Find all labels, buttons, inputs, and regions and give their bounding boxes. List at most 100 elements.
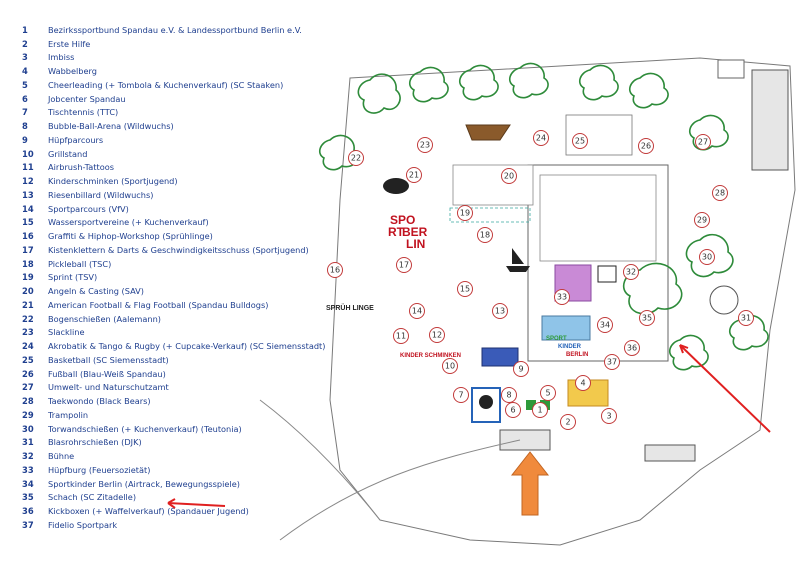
station-marker[interactable]: 28 bbox=[712, 185, 728, 201]
legend-number: 31 bbox=[22, 437, 34, 448]
station-marker-number: 11 bbox=[396, 332, 406, 341]
station-marker[interactable]: 7 bbox=[453, 387, 469, 403]
station-marker[interactable]: 29 bbox=[694, 212, 710, 228]
station-marker[interactable]: 8 bbox=[501, 387, 517, 403]
legend-number: 17 bbox=[22, 244, 34, 255]
station-marker[interactable]: 3 bbox=[601, 408, 617, 424]
station-marker-ring bbox=[409, 303, 425, 319]
station-marker-number: 23 bbox=[420, 141, 430, 150]
station-marker-number: 5 bbox=[545, 389, 550, 398]
station-marker[interactable]: 26 bbox=[638, 138, 654, 154]
legend-label: Blasrohrschießen (DJK) bbox=[48, 437, 142, 448]
station-marker-number: 34 bbox=[600, 321, 610, 330]
station-marker[interactable]: 15 bbox=[457, 281, 473, 297]
station-marker-ring bbox=[695, 134, 711, 150]
station-marker[interactable]: 31 bbox=[738, 310, 754, 326]
station-marker[interactable]: 2 bbox=[560, 414, 576, 430]
legend-number: 8 bbox=[22, 121, 28, 132]
legend-label: Kistenklettern & Darts & Geschwindigkeit… bbox=[48, 244, 309, 255]
station-marker-ring bbox=[572, 133, 588, 149]
station-marker[interactable]: 4 bbox=[575, 375, 591, 391]
red-arrow-legend-head bbox=[167, 498, 176, 509]
legend-number: 14 bbox=[22, 203, 34, 214]
station-marker[interactable]: 34 bbox=[597, 317, 613, 333]
station-marker-ring bbox=[554, 289, 570, 305]
station-marker-number: 13 bbox=[495, 307, 505, 316]
legend-label: Angeln & Casting (SAV) bbox=[48, 286, 144, 297]
station-marker[interactable]: 21 bbox=[406, 167, 422, 183]
station-marker-ring bbox=[501, 387, 517, 403]
station-marker[interactable]: 11 bbox=[393, 328, 409, 344]
logo-sportkinder-l2: KINDER bbox=[558, 344, 582, 350]
legend-number: 22 bbox=[22, 313, 34, 324]
blowgun-target-icon bbox=[709, 285, 739, 315]
station-marker-number: 19 bbox=[460, 209, 470, 218]
logo-sportberlin-l3: BER bbox=[402, 225, 428, 239]
legend-number: 32 bbox=[22, 451, 34, 462]
legend-number: 10 bbox=[22, 148, 34, 159]
station-marker-number: 29 bbox=[697, 216, 707, 225]
station-marker[interactable]: 1 bbox=[532, 402, 548, 418]
station-marker[interactable]: 35 bbox=[639, 310, 655, 326]
sailboat-icon bbox=[506, 248, 530, 272]
american-football-icon bbox=[383, 178, 409, 194]
station-marker[interactable]: 20 bbox=[501, 168, 517, 184]
ship-icon bbox=[465, 124, 511, 141]
station-marker[interactable]: 30 bbox=[699, 249, 715, 265]
station-marker[interactable]: 24 bbox=[533, 130, 549, 146]
legend-label: Trampolin bbox=[48, 409, 89, 420]
station-marker[interactable]: 25 bbox=[572, 133, 588, 149]
legend-label: Bubble-Ball-Arena (Wildwuchs) bbox=[48, 121, 174, 132]
station-marker-ring bbox=[738, 310, 754, 326]
station-marker-number: 7 bbox=[458, 391, 463, 400]
station-marker[interactable]: 32 bbox=[623, 264, 639, 280]
station-marker-ring bbox=[393, 328, 409, 344]
trees bbox=[318, 62, 769, 371]
station-marker[interactable]: 33 bbox=[554, 289, 570, 305]
station-marker-ring bbox=[597, 317, 613, 333]
station-marker[interactable]: 9 bbox=[513, 361, 529, 377]
logo-sportberlin-l4: LIN bbox=[406, 237, 425, 251]
station-marker[interactable]: 13 bbox=[492, 303, 508, 319]
station-marker[interactable]: 14 bbox=[409, 303, 425, 319]
station-marker[interactable]: 27 bbox=[695, 134, 711, 150]
legend-label: Torwandschießen (+ Kuchenverkauf) (Teuto… bbox=[48, 423, 242, 434]
station-marker[interactable]: 16 bbox=[327, 262, 343, 278]
station-marker-number: 35 bbox=[642, 314, 652, 323]
legend-label: Wassersportvereine (+ Kuchenverkauf) bbox=[48, 217, 209, 228]
station-marker[interactable]: 37 bbox=[604, 354, 620, 370]
legend-number: 36 bbox=[22, 506, 34, 517]
pond bbox=[452, 164, 534, 206]
station-marker-number: 14 bbox=[412, 307, 422, 316]
station-marker[interactable]: 10 bbox=[442, 358, 458, 374]
station-marker[interactable]: 19 bbox=[457, 205, 473, 221]
station-marker-ring bbox=[406, 167, 422, 183]
legend-number: 11 bbox=[22, 162, 34, 173]
legend-number: 28 bbox=[22, 396, 34, 407]
legend-label: Hüpfburg (Feuersozietät) bbox=[48, 464, 151, 475]
station-marker-ring bbox=[429, 327, 445, 343]
station-marker-ring bbox=[396, 257, 412, 273]
station-marker[interactable]: 23 bbox=[417, 137, 433, 153]
legend-label: Fußball (Blau-Weiß Spandau) bbox=[48, 368, 166, 379]
station-marker[interactable]: 6 bbox=[505, 402, 521, 418]
station-marker[interactable]: 18 bbox=[477, 227, 493, 243]
station-marker[interactable]: 17 bbox=[396, 257, 412, 273]
station-marker-number: 9 bbox=[518, 365, 523, 374]
station-marker[interactable]: 12 bbox=[429, 327, 445, 343]
station-marker[interactable]: 22 bbox=[348, 150, 364, 166]
legend-number: 6 bbox=[22, 93, 28, 104]
station-marker[interactable]: 36 bbox=[624, 340, 640, 356]
station-marker[interactable]: 5 bbox=[540, 385, 556, 401]
